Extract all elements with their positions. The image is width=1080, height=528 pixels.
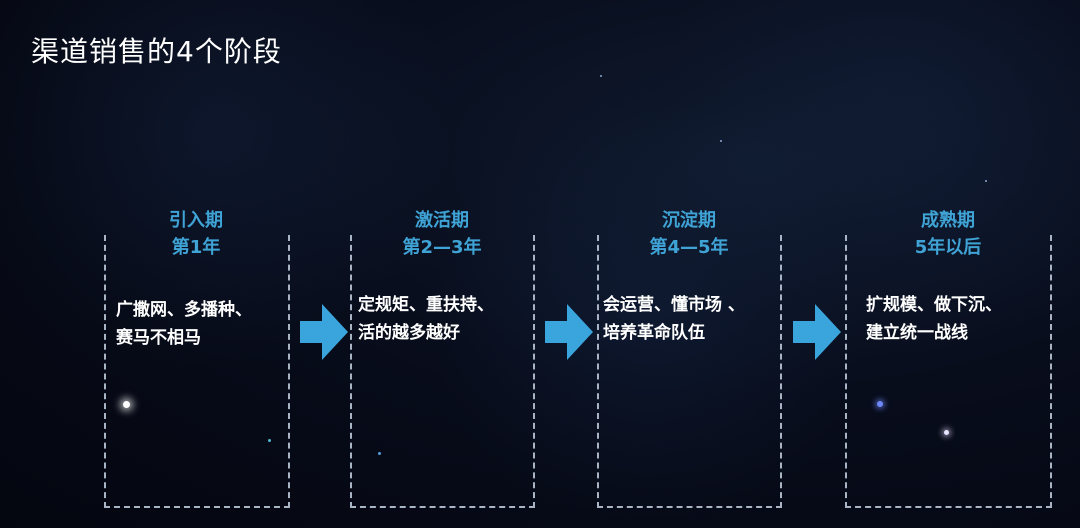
stage-header: 沉淀期 第4—5年 (597, 207, 781, 261)
star-decoration (378, 452, 381, 455)
page-title: 渠道销售的4个阶段 (31, 35, 282, 68)
desc-line: 建立统一战线 (866, 323, 968, 343)
desc-line: 培养革命队伍 (603, 323, 705, 343)
desc-line: 会运营、懂市场 、 (603, 295, 745, 315)
desc-line: 定规矩、重扶持、 (358, 295, 494, 315)
stage-header: 引入期 第1年 (104, 207, 288, 261)
star-decoration (600, 75, 602, 77)
stage-period: 第2—3年 (402, 237, 482, 258)
stage-period: 第1年 (171, 237, 221, 258)
stage-period: 5年以后 (914, 237, 982, 258)
stage-box (845, 235, 1052, 508)
right-arrow-icon (793, 304, 841, 360)
desc-line: 广撒网、多播种、 (116, 300, 252, 320)
star-decoration (123, 401, 130, 408)
stage-description: 会运营、懂市场 、 培养革命队伍 (603, 291, 745, 347)
star-decoration (944, 430, 949, 435)
right-arrow-icon (300, 304, 348, 360)
stage-box (104, 235, 290, 508)
stage-description: 扩规模、做下沉、 建立统一战线 (866, 291, 1002, 347)
stage-name: 激活期 (415, 210, 469, 231)
right-arrow-icon (545, 304, 593, 360)
desc-line: 扩规模、做下沉、 (866, 295, 1002, 315)
stage-name: 引入期 (169, 210, 223, 231)
stage-box (597, 235, 782, 508)
stage-header: 激活期 第2—3年 (350, 207, 534, 261)
star-decoration (985, 180, 987, 182)
stage-name: 成熟期 (921, 210, 975, 231)
stage-name: 沉淀期 (662, 210, 716, 231)
star-decoration (877, 401, 883, 407)
stage-header: 成熟期 5年以后 (845, 207, 1051, 261)
desc-line: 赛马不相马 (116, 328, 201, 348)
star-decoration (268, 439, 271, 442)
star-decoration (720, 140, 722, 142)
stage-box (350, 235, 535, 508)
stage-description: 广撒网、多播种、 赛马不相马 (116, 296, 252, 352)
stage-period: 第4—5年 (649, 237, 729, 258)
stage-description: 定规矩、重扶持、 活的越多越好 (358, 291, 494, 347)
desc-line: 活的越多越好 (358, 323, 460, 343)
